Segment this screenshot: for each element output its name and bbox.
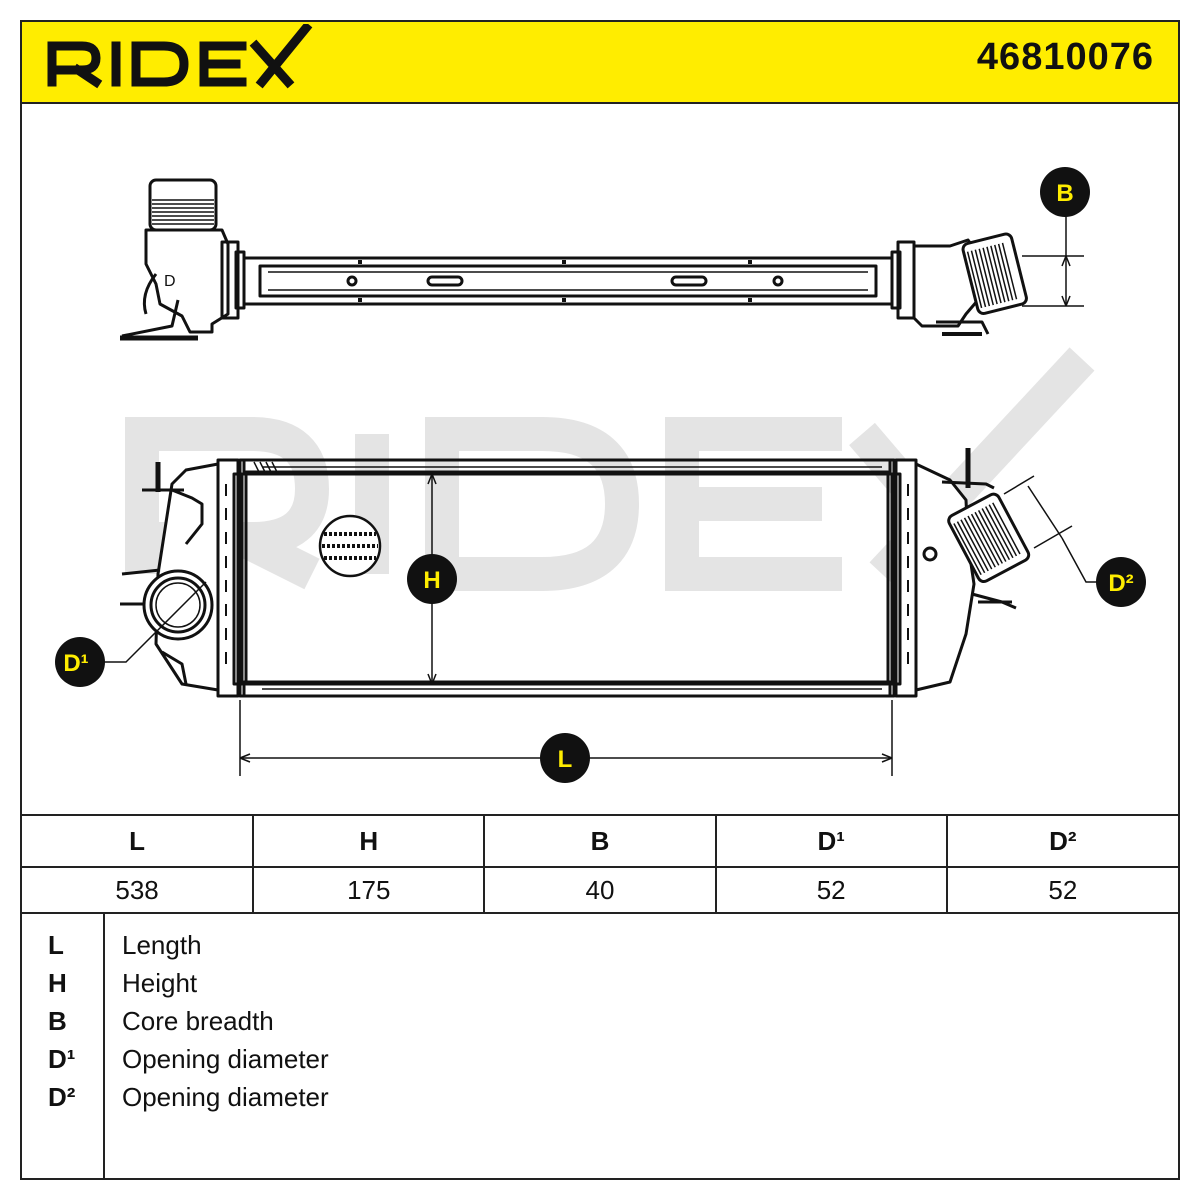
- part-number: 46810076: [976, 36, 1154, 78]
- legend-row-breadth: B Core breadth: [22, 1002, 1178, 1040]
- legend-text: Opening diameter: [122, 1082, 329, 1112]
- callout-d2: D²: [1096, 557, 1146, 607]
- value-cell-b: 40: [483, 866, 717, 914]
- left-cap-ribs: [152, 199, 214, 225]
- header-cell-l: L: [22, 814, 255, 868]
- svg-text:H: H: [423, 567, 440, 594]
- front-view: [120, 448, 1031, 698]
- legend-symbol: H: [48, 968, 67, 998]
- header-cell-b: B: [483, 814, 717, 868]
- callout-l: L: [540, 733, 590, 783]
- legend-symbol: D¹: [48, 1044, 76, 1074]
- header-cell-d2: D²: [945, 814, 1178, 868]
- value-cell-l: 538: [22, 866, 255, 914]
- callout-d1: D¹: [55, 637, 105, 687]
- legend-row-d1: D¹ Opening diameter: [22, 1040, 1178, 1078]
- legend-divider: [103, 914, 105, 1178]
- top-view: D: [120, 178, 1028, 341]
- callout-h: H: [407, 554, 457, 604]
- dimensions-values-row: 538 175 40 52 52: [22, 866, 1178, 914]
- svg-text:D: D: [164, 273, 176, 290]
- callout-b: B: [1040, 167, 1090, 217]
- svg-text:L: L: [558, 746, 573, 773]
- legend: L Length H Height B Core breadth D¹ Open…: [22, 914, 1178, 1178]
- dimensions-table: L H B D¹ D² 538 175 40 52 52: [22, 814, 1178, 914]
- drawing-frame: 46810076 D: [20, 20, 1180, 1180]
- value-cell-d1: 52: [714, 866, 948, 914]
- legend-text: Opening diameter: [122, 1044, 329, 1074]
- header-bar: 46810076: [22, 22, 1178, 104]
- legend-text: Height: [122, 968, 198, 998]
- legend-text: Length: [122, 930, 202, 960]
- legend-row-length: L Length: [22, 926, 1178, 964]
- dimensions-header-row: L H B D¹ D²: [22, 814, 1178, 868]
- label-disc: [318, 514, 382, 578]
- svg-text:D¹: D¹: [63, 650, 88, 677]
- legend-row-d2: D² Opening diameter: [22, 1078, 1178, 1116]
- legend-symbol: L: [48, 930, 64, 960]
- legend-symbol: D²: [48, 1082, 76, 1112]
- svg-text:B: B: [1056, 180, 1073, 207]
- ridex-logo: [47, 24, 313, 89]
- intercooler-drawing: D: [55, 167, 1146, 783]
- value-cell-d2: 52: [945, 866, 1178, 914]
- svg-text:D²: D²: [1108, 570, 1133, 597]
- legend-row-height: H Height: [22, 964, 1178, 1002]
- dimension-d1: [104, 581, 207, 663]
- header-cell-h: H: [252, 814, 486, 868]
- header-cell-d1: D¹: [714, 814, 948, 868]
- dimension-b: [1022, 210, 1084, 307]
- dimension-d2: [1003, 475, 1098, 583]
- value-cell-h: 175: [252, 866, 486, 914]
- legend-text: Core breadth: [122, 1006, 274, 1036]
- legend-symbol: B: [48, 1006, 67, 1036]
